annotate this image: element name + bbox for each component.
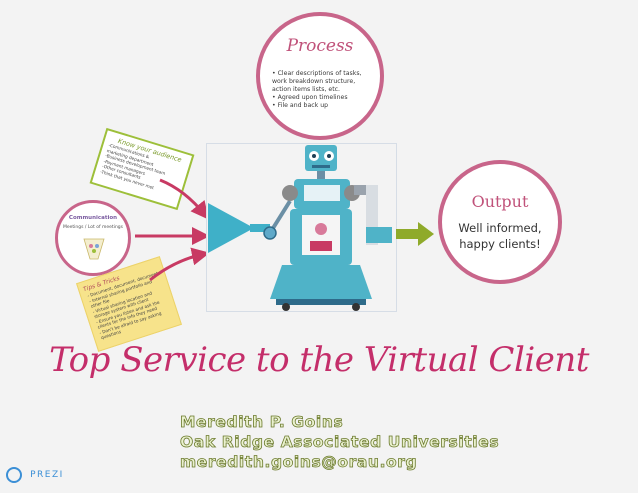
process-item: • Clear descriptions of tasks, work brea… bbox=[272, 70, 362, 93]
output-line: happy clients! bbox=[459, 237, 541, 251]
communication-title: Communication bbox=[68, 215, 118, 221]
author-block: Meredith P. Goins Oak Ridge Associated U… bbox=[180, 412, 620, 472]
main-title: Top Service to the Virtual Client bbox=[49, 340, 589, 380]
output-arrow bbox=[396, 222, 434, 246]
input-arrows bbox=[135, 178, 210, 282]
author-name: Meredith P. Goins bbox=[180, 413, 344, 432]
prezi-icon bbox=[6, 466, 22, 483]
prezi-logo[interactable]: PREZI bbox=[6, 464, 64, 484]
process-item: • File and back up bbox=[272, 102, 329, 109]
process-title: Process bbox=[286, 36, 354, 56]
prezi-label: PREZI bbox=[30, 469, 64, 480]
process-circle[interactable]: Process • Clear descriptions of tasks, w… bbox=[256, 12, 384, 140]
output-circle[interactable]: Output Well informed, happy clients! bbox=[438, 160, 562, 284]
author-email[interactable]: meredith.goins@orau.org bbox=[180, 453, 418, 472]
communication-circle[interactable]: Communication Meetings / Lot of meetings bbox=[55, 200, 131, 276]
output-title: Output bbox=[471, 192, 529, 211]
output-body: Well informed, happy clients! bbox=[442, 220, 558, 252]
process-list: • Clear descriptions of tasks, work brea… bbox=[272, 70, 376, 110]
people-icon bbox=[83, 238, 105, 260]
author-org: Oak Ridge Associated Universities bbox=[180, 433, 500, 452]
arrow-from-audience bbox=[159, 178, 209, 220]
output-line: Well informed, bbox=[458, 221, 542, 235]
process-item: • Agreed upon timelines bbox=[272, 94, 348, 101]
robot-illustration bbox=[208, 145, 392, 311]
arrow-from-tips bbox=[149, 247, 210, 282]
funnel-icon bbox=[208, 203, 254, 253]
communication-subtitle: Meetings / Lot of meetings bbox=[63, 225, 123, 230]
